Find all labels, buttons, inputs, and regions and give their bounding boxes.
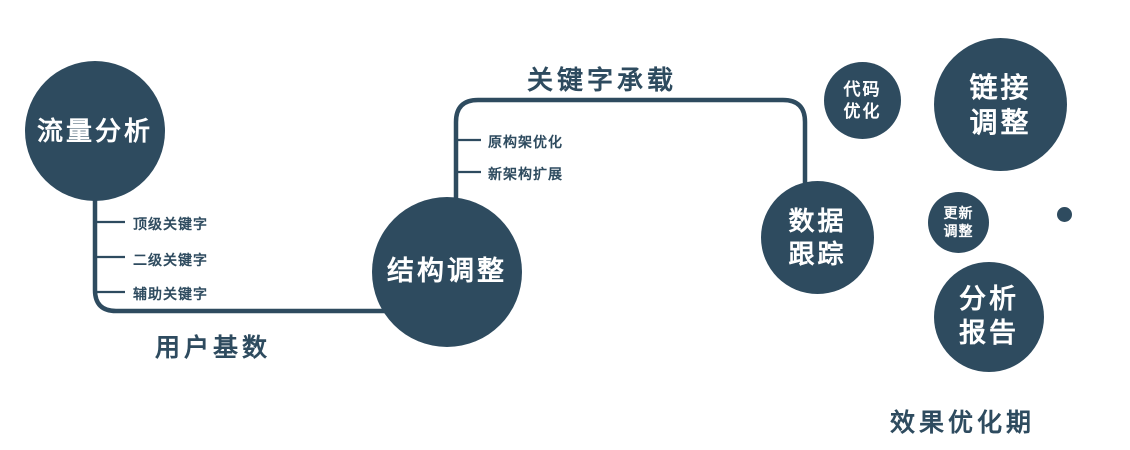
small-dot-marker (1057, 207, 1072, 222)
node-structure-adjustment: 结构调整 (372, 197, 522, 347)
node-analysis-report: 分析 报告 (934, 262, 1044, 372)
node-structure-adjustment-label: 结构调整 (387, 256, 507, 287)
node-link-adjustment: 链接 调整 (934, 38, 1067, 171)
edge-label-keyword-carry: 关键字承载 (527, 65, 678, 95)
node-traffic-analysis-label: 流量分析 (36, 115, 153, 146)
node-update-adjustment: 更新 调整 (928, 192, 989, 253)
tick-marks-middle (456, 138, 481, 174)
node-data-tracking-line2: 跟踪 (788, 238, 847, 269)
node-data-tracking: 数据 跟踪 (761, 181, 874, 294)
node-traffic-analysis: 流量分析 (25, 61, 165, 201)
node-link-adjustment-line1: 链接 (969, 71, 1032, 103)
node-link-adjustment-line2: 调整 (969, 106, 1032, 138)
tick-label-original-architecture: 原构架优化 (488, 134, 563, 150)
node-analysis-report-line1: 分析 (959, 284, 1019, 315)
edge-label-user-base: 用户基数 (155, 334, 272, 362)
edge-label-effect-period: 效果优化期 (890, 409, 1036, 437)
node-code-optimization-line1: 代码 (843, 80, 882, 100)
node-analysis-report-line2: 报告 (959, 318, 1019, 348)
flow-line-structure-to-tracking (453, 97, 808, 205)
tick-label-new-architecture: 新架构扩展 (488, 166, 563, 182)
tick-label-auxiliary-keywords: 辅助关键字 (133, 286, 208, 302)
tick-label-top-keywords: 顶级关键字 (133, 216, 208, 232)
node-code-optimization: 代码 优化 (824, 62, 901, 139)
flow-line-traffic-to-structure (92, 193, 392, 314)
tick-marks-left (95, 220, 125, 294)
tick-label-second-keywords: 二级关键字 (133, 252, 208, 268)
node-update-adjustment-line1: 更新 (943, 205, 974, 221)
node-code-optimization-line2: 优化 (843, 101, 882, 121)
node-update-adjustment-line2: 调整 (943, 222, 974, 239)
node-data-tracking-line1: 数据 (788, 206, 847, 236)
